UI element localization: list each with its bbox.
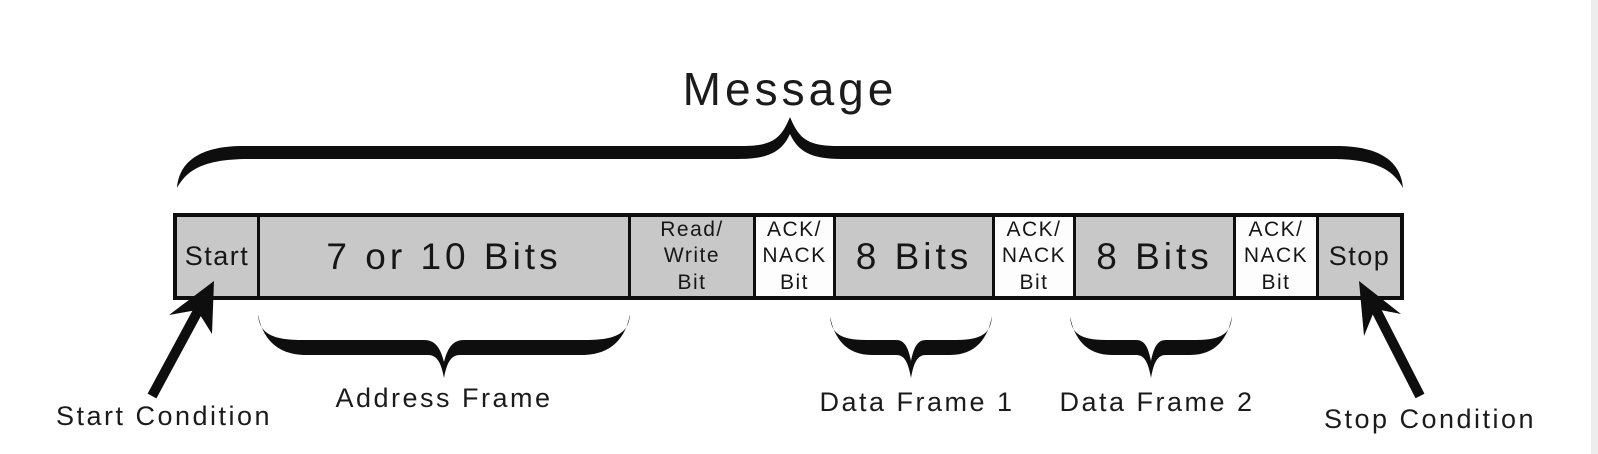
cell-data-bits-2: 8 Bits [1076, 217, 1233, 296]
start-condition-label: Start Condition [55, 401, 273, 431]
cell-read-write-bit: Read/ Write Bit [631, 217, 753, 296]
cell-data-bits-1: 8 Bits [836, 217, 992, 296]
start-condition-arrow-shaft [147, 306, 204, 399]
cell-stop: Stop [1319, 217, 1400, 296]
cell-start: Start [177, 217, 257, 296]
cell-address-bits: 7 or 10 Bits [260, 217, 628, 296]
stop-condition-arrow-shaft [1370, 305, 1425, 399]
message-brace [177, 117, 1403, 188]
address-frame-brace [258, 314, 630, 378]
data-frame-1-label: Data Frame 1 [819, 387, 1015, 417]
right-edge-strip [1591, 0, 1598, 454]
cell-ack-nack-bit-1: ACK/ NACK Bit [756, 217, 833, 296]
data-frame-1-brace [830, 316, 992, 378]
frame-bar: Start 7 or 10 Bits Read/ Write Bit ACK/ … [173, 213, 1404, 300]
data-frame-2-label: Data Frame 2 [1059, 387, 1255, 417]
address-frame-label: Address Frame [335, 383, 553, 413]
cell-ack-nack-bit-3: ACK/ NACK Bit [1236, 217, 1316, 296]
message-title: Message [682, 63, 898, 115]
cell-ack-nack-bit-2: ACK/ NACK Bit [995, 217, 1073, 296]
data-frame-2-brace [1070, 316, 1232, 378]
stop-condition-label: Stop Condition [1323, 404, 1537, 434]
